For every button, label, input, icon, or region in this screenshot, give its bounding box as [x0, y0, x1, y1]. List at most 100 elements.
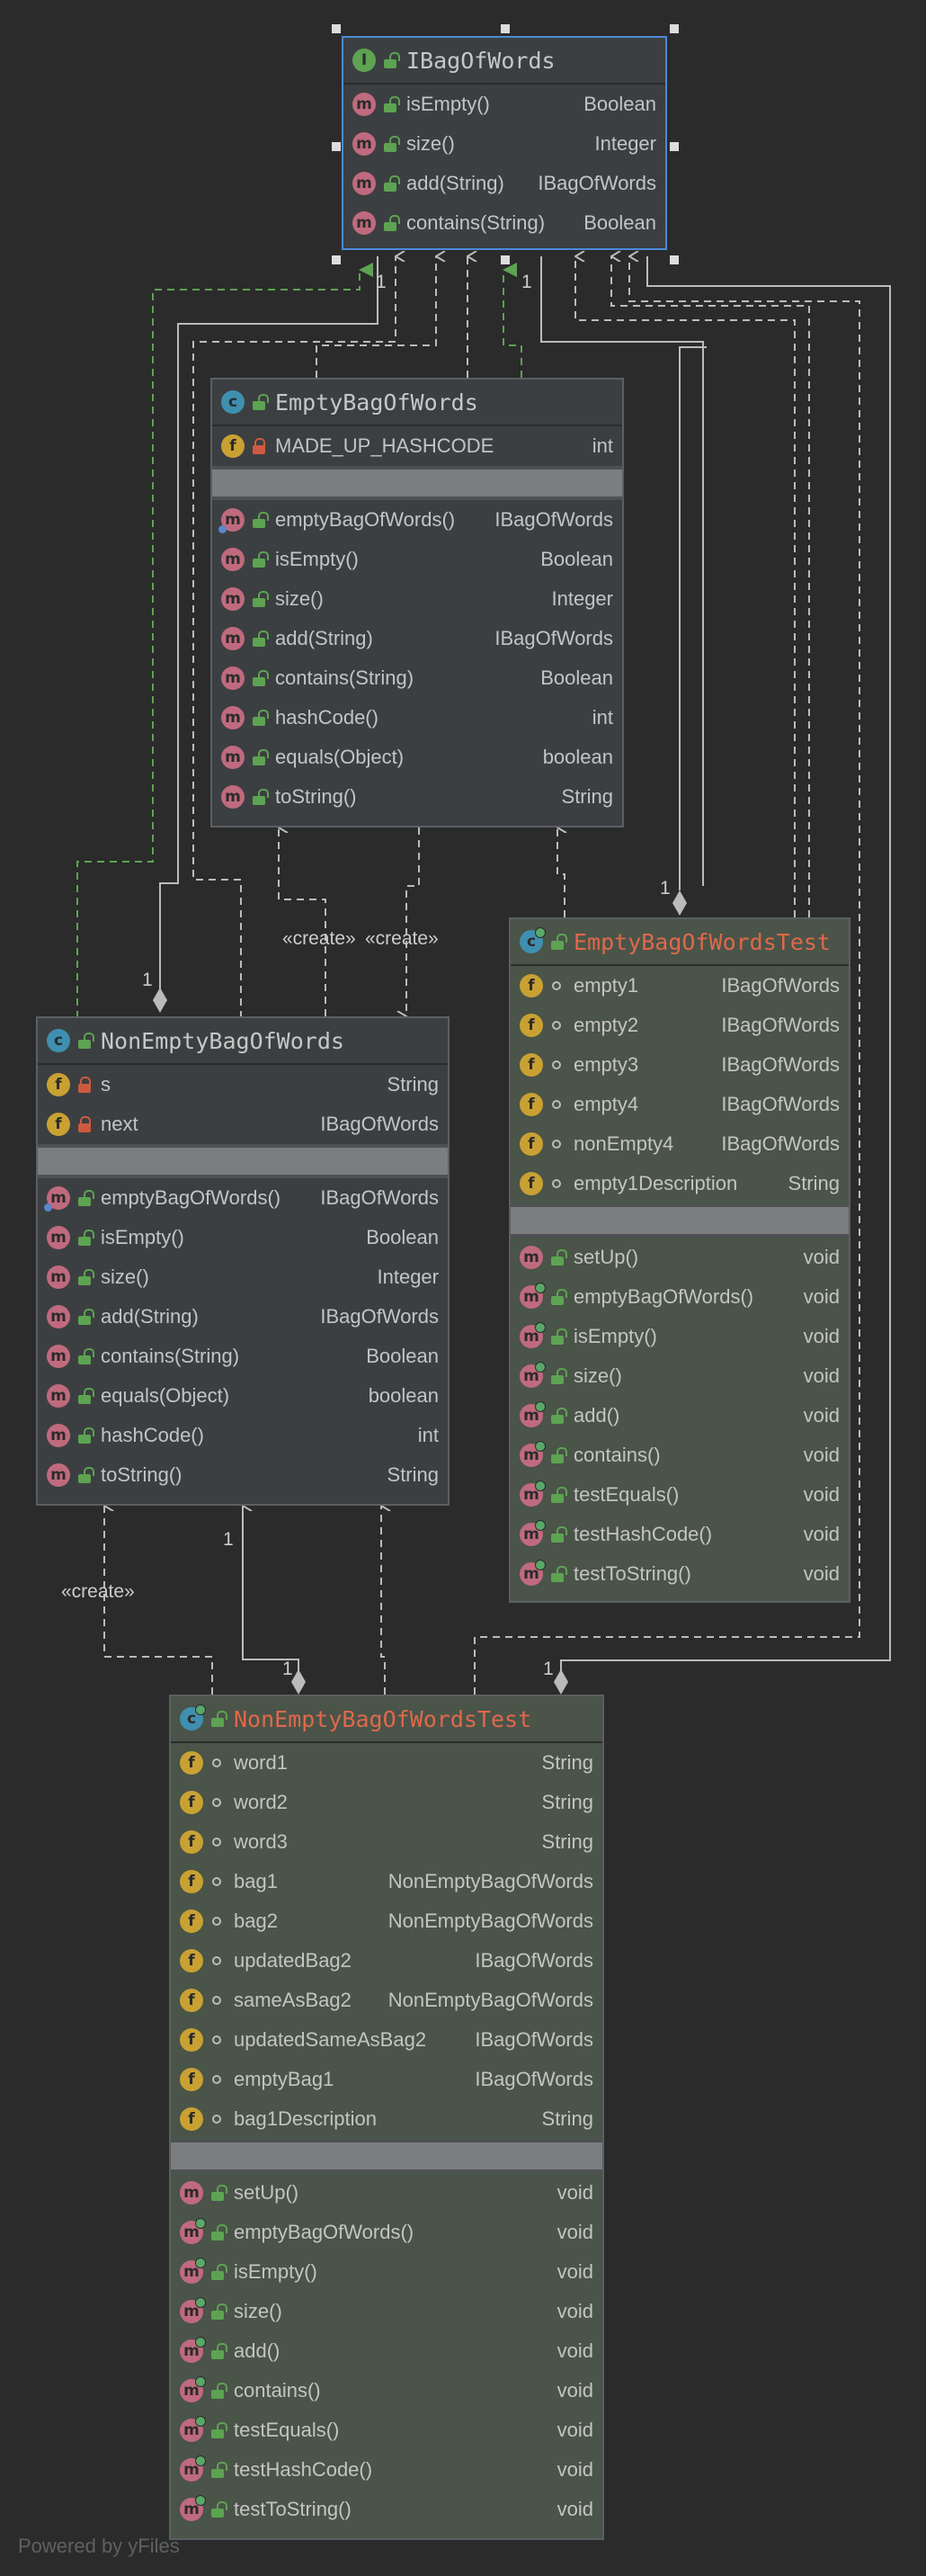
selection-handle[interactable]	[332, 142, 341, 151]
field-icon: f	[180, 1949, 203, 1972]
public-icon	[210, 2462, 225, 2478]
method-name: emptyBagOfWords()	[101, 1186, 281, 1209]
field-icon: f	[520, 1014, 543, 1037]
selection-handle[interactable]	[670, 24, 679, 33]
public-icon	[383, 136, 397, 152]
field-name: empty3	[574, 1053, 639, 1076]
return-type: int	[592, 706, 613, 729]
field-icon: f	[180, 1910, 203, 1933]
yfiles-watermark: Powered by yFiles	[18, 2535, 180, 2557]
selection-handle[interactable]	[670, 255, 679, 264]
class-header: c EmptyBagOfWords	[212, 380, 622, 426]
private-icon	[77, 1077, 92, 1093]
return-type: Boolean	[540, 666, 613, 689]
public-icon	[550, 1368, 565, 1384]
method-icon: m	[520, 1362, 546, 1388]
method-icon: m	[352, 172, 376, 195]
compartment-separator	[171, 2139, 602, 2173]
method-icon: m	[520, 1520, 546, 1546]
return-type: Boolean	[583, 211, 656, 234]
return-type: void	[556, 2181, 593, 2204]
field-icon: f	[180, 2107, 203, 2131]
selection-handle[interactable]	[670, 142, 679, 151]
field-name: s	[101, 1073, 111, 1096]
field-icon: f	[180, 2028, 203, 2052]
field-type: String	[541, 1791, 593, 1813]
selection-handle[interactable]	[332, 24, 341, 33]
selection-handle[interactable]	[332, 255, 341, 264]
field-name: MADE_UP_HASHCODE	[275, 434, 494, 457]
return-type: Integer	[377, 1266, 440, 1288]
selection-handle[interactable]	[501, 24, 510, 33]
compartment-separator	[511, 1203, 849, 1238]
public-icon	[210, 1711, 225, 1727]
selection-handle[interactable]	[501, 255, 510, 264]
public-icon	[550, 1289, 565, 1305]
method-icon: m	[180, 2337, 206, 2363]
field-type: IBagOfWords	[721, 1132, 840, 1155]
